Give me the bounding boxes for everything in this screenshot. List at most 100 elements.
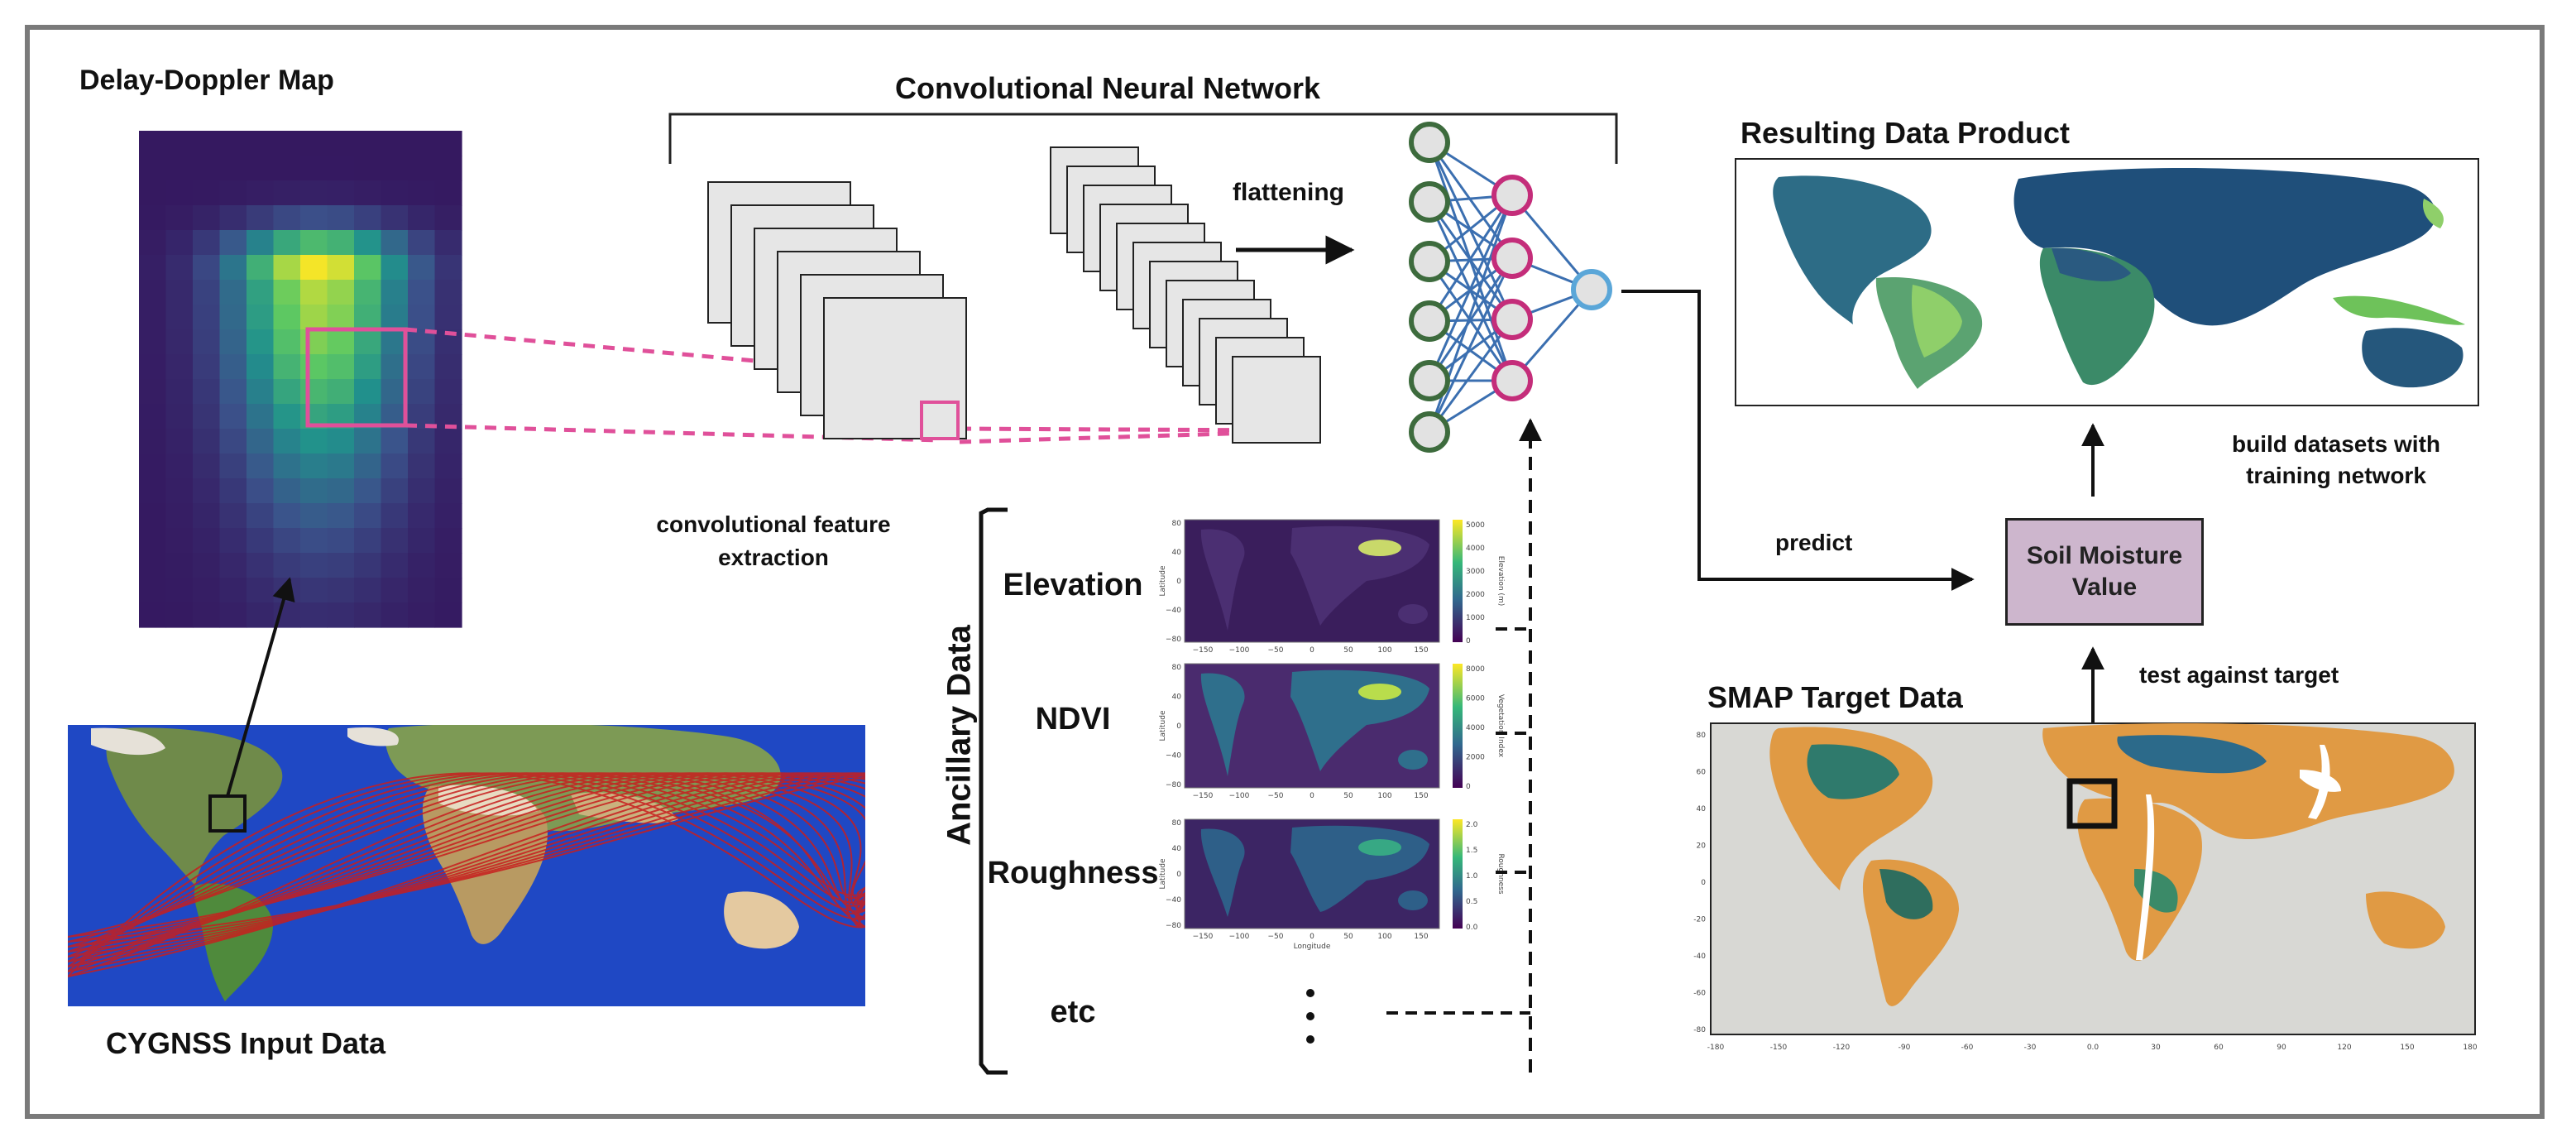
ddm-cell (300, 379, 328, 405)
ddm-cell (273, 404, 301, 430)
ddm-cell (219, 478, 247, 504)
soil-moisture-label: Soil Moisture Value (2026, 542, 2183, 601)
ddm-cell (273, 230, 301, 256)
ddm-cell (219, 280, 247, 305)
smap-x-tick: -90 (1898, 1044, 1911, 1052)
ddm-cell (165, 478, 194, 504)
lon-tick: 150 (1414, 792, 1428, 800)
ddm-cell (381, 503, 409, 529)
ddm-cell (327, 503, 355, 529)
ddm-cell (165, 230, 194, 256)
nn-edge (1428, 257, 1514, 382)
colorbar (1453, 520, 1463, 642)
ddm-cell (354, 180, 382, 206)
predict-label: predict (1775, 530, 1853, 555)
ddm-cell (139, 429, 167, 454)
ddm-cell (300, 528, 328, 554)
lon-tick: −50 (1268, 646, 1284, 655)
ddm-cell (408, 230, 436, 256)
colorbar-tick: 5000 (1466, 521, 1485, 530)
ddm-cell (247, 180, 275, 206)
ddm-cell (165, 404, 194, 430)
ddm-cell (327, 255, 355, 281)
ddm-cell (434, 230, 462, 256)
ddm-cell (300, 454, 328, 479)
smap-y-tick: -40 (1693, 953, 1706, 961)
ddm-cell (247, 553, 275, 578)
ddm-cell (247, 602, 275, 628)
ancillary-label: Ancillary Data (941, 625, 978, 846)
ddm-cell (247, 205, 275, 231)
satellite-track (68, 772, 865, 962)
ddm-cell (247, 379, 275, 405)
ddm-cell (193, 553, 221, 578)
ddm-cell (381, 131, 409, 156)
ddm-cell (408, 180, 436, 206)
ddm-cell (165, 528, 194, 554)
lat-tick: 80 (1172, 520, 1182, 528)
ddm-cell (219, 379, 247, 405)
feature-map-stack-1 (707, 181, 967, 439)
ddm-cell (139, 602, 167, 628)
ddm-cell (219, 131, 247, 156)
ddm-cell (139, 478, 167, 504)
ddm-cell (247, 528, 275, 554)
ddm-cell (247, 354, 275, 380)
ancillary-item-roughness: Roughness (987, 856, 1159, 890)
ddm-cell (381, 230, 409, 256)
result-title: Resulting Data Product (1740, 116, 2071, 150)
lon-tick: 50 (1343, 646, 1353, 655)
ddm-cell (273, 454, 301, 479)
ddm-cell (273, 553, 301, 578)
ddm-cell (300, 578, 328, 603)
ddm-cell (165, 255, 194, 281)
ddm-cell (273, 131, 301, 156)
ddm-cell (434, 602, 462, 628)
ddm-cell (408, 156, 436, 181)
ddm-cell (165, 280, 194, 305)
ddm-cell (193, 131, 221, 156)
feature-map (823, 297, 967, 439)
colorbar-tick: 2000 (1466, 754, 1485, 762)
input-neuron-icon (1409, 241, 1450, 282)
lon-tick: 0 (1310, 933, 1314, 941)
ddm-cell (193, 528, 221, 554)
ddm-cell (247, 305, 275, 330)
ddm-cell (247, 404, 275, 430)
ddm-cell (165, 553, 194, 578)
colorbar-tick: 4000 (1466, 724, 1485, 732)
lon-tick: 150 (1414, 933, 1428, 941)
input-neuron-icon (1409, 411, 1450, 453)
ddm-cell (300, 230, 328, 256)
smap-x-tick: 180 (2463, 1044, 2477, 1052)
lat-tick: 0 (1176, 871, 1181, 879)
ddm-cell (408, 454, 436, 479)
ddm-cell (219, 329, 247, 355)
lat-tick: −40 (1166, 752, 1181, 761)
ddm-cell (327, 230, 355, 256)
ddm-cell (408, 205, 436, 231)
ddm-cell (193, 280, 221, 305)
ddm-cell (247, 454, 275, 479)
ddm-cell (408, 255, 436, 281)
ddm-cell (354, 230, 382, 256)
ddm-cell (219, 156, 247, 181)
ddm-cell (434, 131, 462, 156)
smap-x-tick: 60 (2214, 1044, 2224, 1052)
ancillary-feed-lines (1386, 627, 1530, 1015)
ddm-cell (327, 329, 355, 355)
lon-tick: 50 (1343, 792, 1353, 800)
colorbar (1453, 819, 1463, 929)
ddm-cell (354, 478, 382, 504)
ddm-cell (408, 553, 436, 578)
ddm-cell (327, 280, 355, 305)
ancillary-item-elevation: Elevation (1003, 568, 1143, 602)
satellite-track (68, 776, 865, 943)
ddm-cell (219, 578, 247, 603)
ddm-cell (139, 354, 167, 380)
ddm-cell (381, 429, 409, 454)
ddm-cell (327, 454, 355, 479)
nn-edge (1428, 319, 1514, 433)
output-neuron-icon (1571, 269, 1612, 310)
ddm-cell (273, 255, 301, 281)
